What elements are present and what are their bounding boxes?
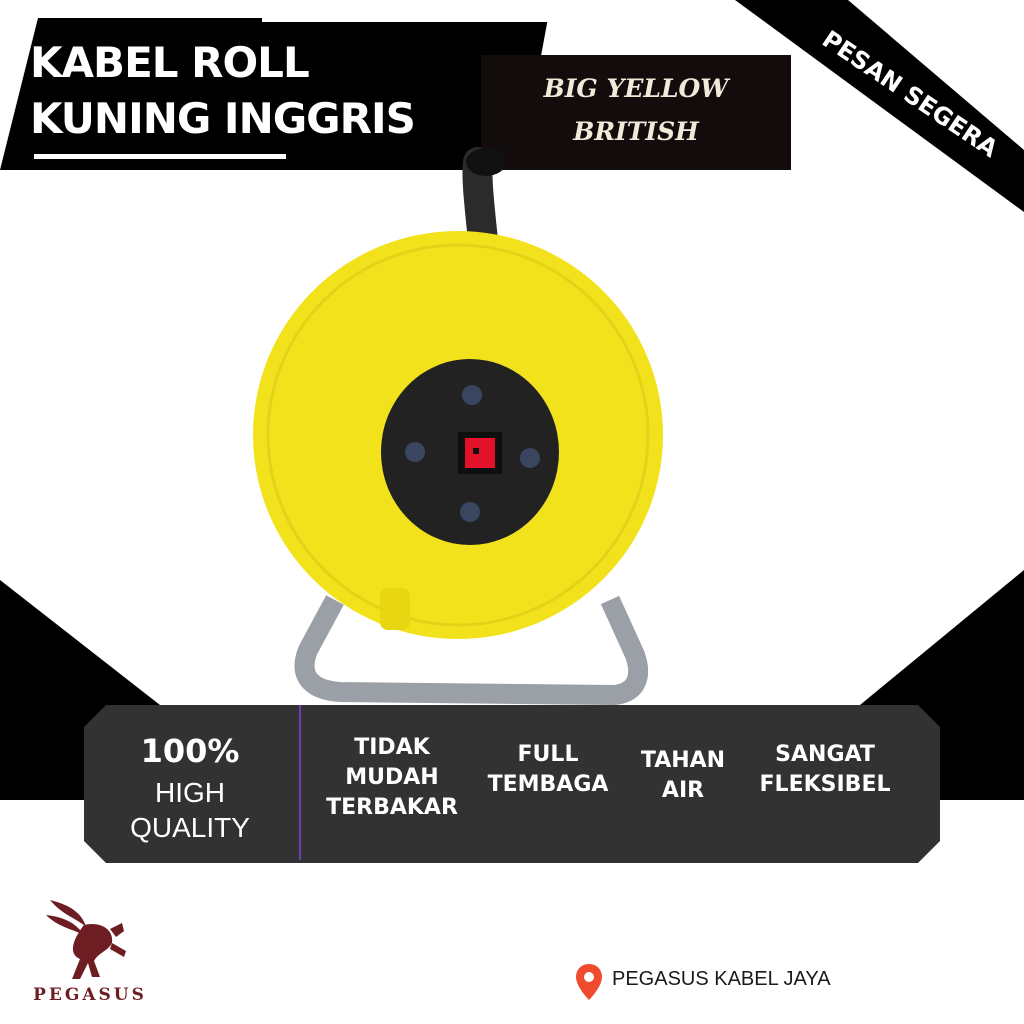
store-location: PEGASUS KABEL JAYA (612, 968, 831, 990)
title-line-1: KABEL ROLL (30, 38, 310, 87)
quality-line-2: QUALITY (130, 812, 250, 843)
title-line-2: KUNING INGGRIS (30, 94, 416, 143)
feature-text: FLEKSIBEL (759, 772, 891, 797)
feature-waterproof: TAHAN AIR (623, 746, 743, 806)
feature-text: TIDAK (354, 735, 430, 760)
subtitle-box (481, 55, 791, 170)
subtitle-line-1: BIG YELLOW (543, 74, 729, 103)
feature-full-copper: FULL TEMBAGA (478, 740, 618, 800)
feature-text: TERBAKAR (326, 795, 458, 820)
feature-flexible: SANGAT FLEKSIBEL (750, 740, 900, 800)
brand-name: PEGASUS (33, 985, 147, 1005)
quality-percent: 100% (140, 732, 240, 770)
title-underline-top (262, 18, 548, 22)
quality-line-1: HIGH (155, 777, 225, 808)
cable-reel-icon (253, 147, 663, 705)
title-underline (34, 154, 286, 159)
feature-text: MUDAH (345, 765, 439, 790)
pegasus-logo-icon (46, 900, 126, 979)
feature-text: TEMBAGA (487, 772, 609, 797)
feature-panel (84, 705, 940, 863)
feature-text: TAHAN (640, 748, 726, 773)
feature-fire-resistant: TIDAK MUDAH TERBAKAR (322, 733, 462, 823)
header-black-shape (0, 18, 548, 170)
subtitle-line-2: BRITISH (573, 117, 699, 146)
feature-text: SANGAT (775, 742, 875, 767)
map-pin-icon (576, 964, 602, 1000)
feature-divider (299, 705, 301, 860)
feature-text: AIR (661, 778, 705, 803)
feature-text: FULL (517, 742, 579, 767)
corner-ribbon (735, 0, 1024, 212)
